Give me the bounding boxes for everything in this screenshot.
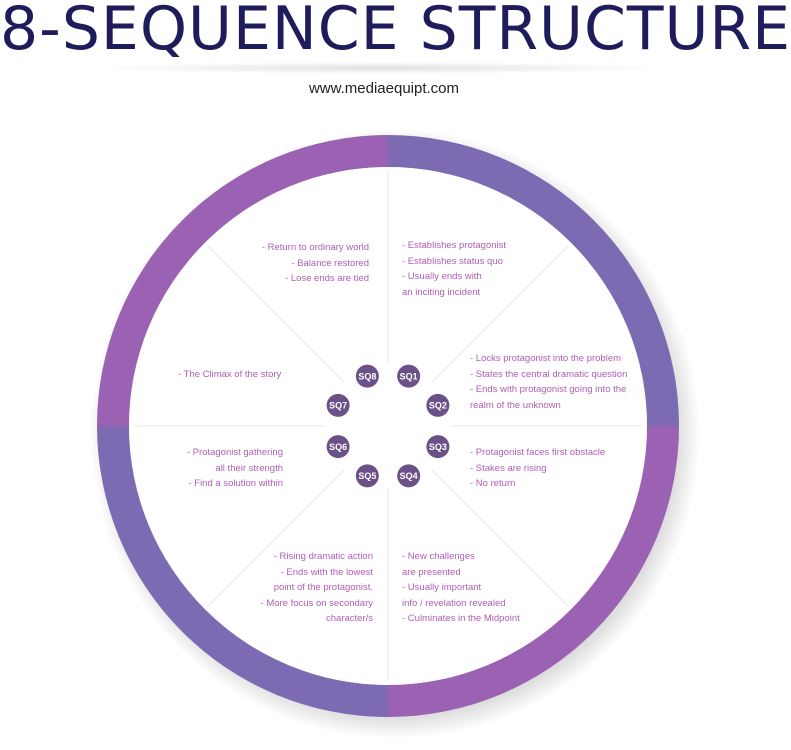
badge-label: SQ3: [429, 442, 447, 452]
ring-segment: [97, 135, 388, 426]
badge-label: SQ5: [358, 471, 376, 481]
sq5-description: - Rising dramatic action - Ends with the…: [260, 551, 373, 625]
badge-label: SQ4: [400, 471, 418, 481]
sq7-description: - The Climax of the story: [178, 369, 282, 380]
badge-label: SQ8: [358, 371, 376, 381]
badge-sq6: SQ6: [326, 435, 350, 459]
ring-segment: [388, 135, 679, 426]
badge-label: SQ6: [329, 442, 347, 452]
page-title: 8-SEQUENCE STRUCTURE: [0, 0, 791, 64]
ring-segment: [388, 426, 679, 717]
badge-sq8: SQ8: [355, 364, 379, 388]
divider-line: [431, 469, 569, 607]
sq8-description: - Return to ordinary world - Balance res…: [261, 242, 369, 285]
divider-line: [207, 245, 345, 383]
sq1-description: - Establishes protagonist - Establishes …: [402, 240, 507, 298]
badge-sq4: SQ4: [397, 464, 421, 488]
badge-sq2: SQ2: [426, 393, 450, 417]
sq6-description: - Protagonist gathering all their streng…: [186, 447, 283, 490]
badge-label: SQ7: [329, 401, 347, 411]
website-url: www.mediaequipt.com: [308, 80, 460, 97]
sq4-description: - New challenges are presented - Usually…: [402, 551, 520, 625]
divider-line: [431, 245, 569, 383]
badge-sq7: SQ7: [326, 393, 350, 417]
badge-label: SQ1: [400, 371, 418, 381]
title-shadow: [90, 62, 670, 74]
divider-lines: [133, 171, 643, 681]
badge-sq1: SQ1: [397, 364, 421, 388]
badge-sq5: SQ5: [355, 464, 379, 488]
sq3-description: - Protagonist faces first obstacle - Sta…: [470, 447, 606, 490]
badge-sq3: SQ3: [426, 435, 450, 459]
divider-line: [207, 469, 345, 607]
badge-label: SQ2: [429, 401, 447, 411]
ring-segment: [97, 426, 388, 717]
sq2-description: - Locks protagonist into the problem - S…: [470, 353, 628, 411]
outer-ring: [97, 135, 679, 717]
